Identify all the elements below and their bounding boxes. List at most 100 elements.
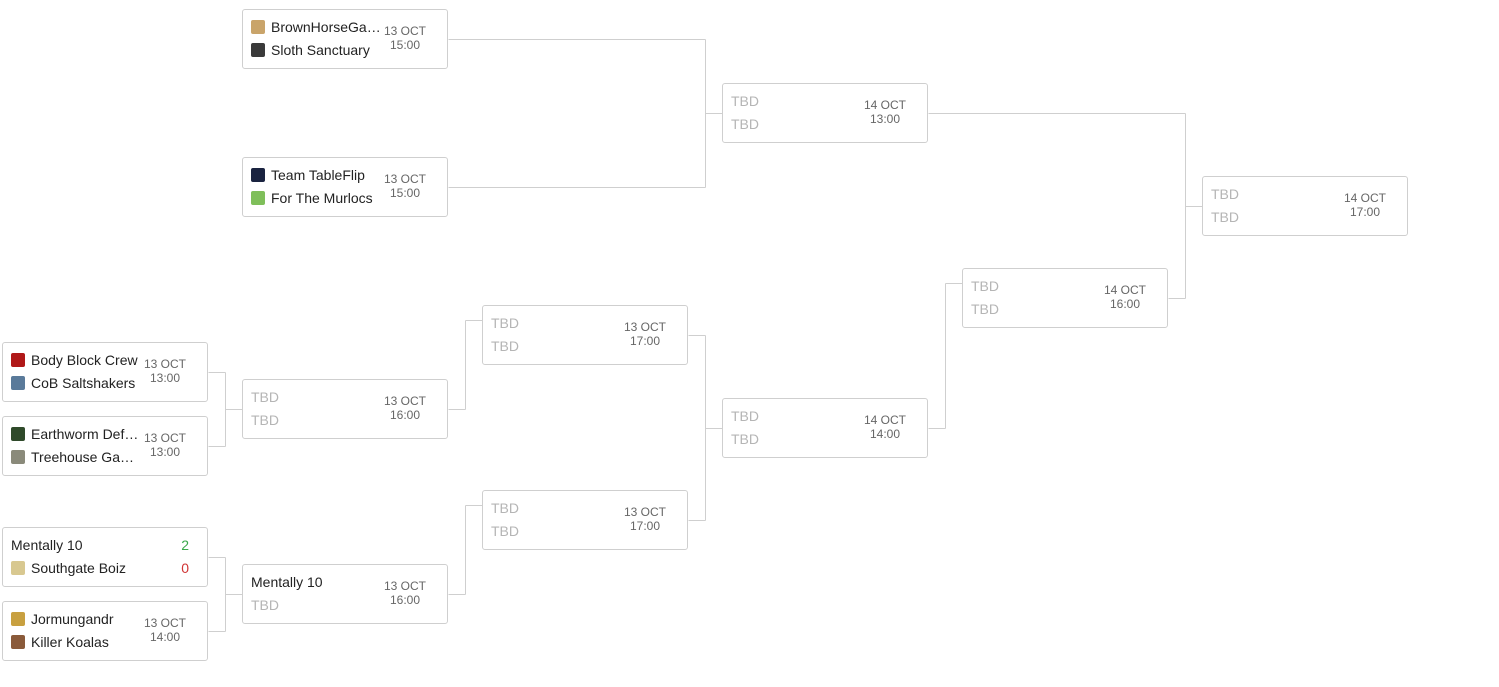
team-name: TBD (1211, 209, 1239, 225)
team-name: CoB Saltshakers (31, 375, 136, 391)
match-time: 14:00 (869, 427, 901, 441)
team-name: TBD (251, 412, 279, 428)
team-row[interactable]: Earthworm Def… (11, 425, 151, 443)
team-name: TBD (731, 116, 759, 132)
match-date: 13 OCT (623, 320, 666, 334)
team-row[interactable]: Body Block Crew (11, 351, 151, 369)
team-row[interactable]: Mentally 10 (251, 573, 391, 591)
match-date: 14 OCT (1103, 283, 1146, 297)
match-time: 16:00 (389, 408, 421, 422)
bodyblock-logo-icon (11, 353, 25, 367)
team-row[interactable]: TBD (971, 277, 1111, 295)
team-name: TBD (971, 301, 999, 317)
team-row[interactable]: TBD (251, 596, 391, 614)
horse-logo-icon (251, 20, 265, 34)
team-name: TBD (251, 597, 279, 613)
match-date: 13 OCT (143, 616, 186, 630)
match-date: 14 OCT (863, 413, 906, 427)
team-row[interactable]: TBD (971, 300, 1111, 318)
team-row[interactable]: TBD (491, 522, 631, 540)
team-row[interactable]: TBD (1211, 208, 1351, 226)
team-row[interactable]: TBD (731, 115, 871, 133)
team-row[interactable]: TBD (731, 407, 871, 425)
team-name: TBD (731, 431, 759, 447)
match-time: 13:00 (869, 112, 901, 126)
team-row[interactable]: Jormungandr (11, 610, 151, 628)
team-row[interactable]: Sloth Sanctuary (251, 41, 391, 59)
jormungandr-logo-icon (11, 612, 25, 626)
match-time: 15:00 (389, 186, 421, 200)
team-name: Mentally 10 (251, 574, 323, 590)
team-score: 2 (181, 537, 189, 553)
tableflip-logo-icon (251, 168, 265, 182)
team-row[interactable]: TBD (731, 430, 871, 448)
match-time: 16:00 (389, 593, 421, 607)
team-name: Treehouse Ga… (31, 449, 134, 465)
team-name: TBD (1211, 186, 1239, 202)
match-time: 16:00 (1109, 297, 1141, 311)
team-name: Killer Koalas (31, 634, 109, 650)
match-date: 13 OCT (383, 579, 426, 593)
team-name: Mentally 10 (11, 537, 83, 553)
southgate-logo-icon (11, 561, 25, 575)
team-row[interactable]: TBD (251, 388, 391, 406)
team-row[interactable]: TBD (491, 337, 631, 355)
team-score: 0 (181, 560, 189, 576)
team-name: TBD (251, 389, 279, 405)
team-row[interactable]: BrownHorseGa… (251, 18, 391, 36)
team-name: Southgate Boiz (31, 560, 126, 576)
team-row[interactable]: TBD (491, 314, 631, 332)
team-row[interactable]: Team TableFlip (251, 166, 391, 184)
team-name: TBD (731, 408, 759, 424)
murloc-logo-icon (251, 191, 265, 205)
team-row[interactable]: Treehouse Ga… (11, 448, 151, 466)
team-row[interactable]: TBD (251, 411, 391, 429)
team-row[interactable]: TBD (1211, 185, 1351, 203)
team-name: TBD (491, 500, 519, 516)
match-time: 17:00 (629, 519, 661, 533)
team-row[interactable]: Mentally 10 (11, 536, 151, 554)
team-row[interactable]: TBD (731, 92, 871, 110)
match-time: 15:00 (389, 38, 421, 52)
match-time: 14:00 (149, 630, 181, 644)
match-date: 13 OCT (143, 357, 186, 371)
team-name: TBD (491, 315, 519, 331)
team-row[interactable]: Killer Koalas (11, 633, 151, 651)
match-time: 13:00 (149, 371, 181, 385)
match-date: 13 OCT (383, 172, 426, 186)
team-row[interactable]: TBD (491, 499, 631, 517)
match-date: 14 OCT (1343, 191, 1386, 205)
match-date: 13 OCT (383, 24, 426, 38)
match-card-m5[interactable]: Mentally 10 Southgate Boiz 2 0 (2, 527, 208, 587)
match-date: 13 OCT (143, 431, 186, 445)
sloth-logo-icon (251, 43, 265, 57)
koala-logo-icon (11, 635, 25, 649)
match-date: 13 OCT (383, 394, 426, 408)
team-row[interactable]: Southgate Boiz (11, 559, 151, 577)
team-row[interactable]: For The Murlocs (251, 189, 391, 207)
team-name: TBD (971, 278, 999, 294)
team-row[interactable]: CoB Saltshakers (11, 374, 151, 392)
